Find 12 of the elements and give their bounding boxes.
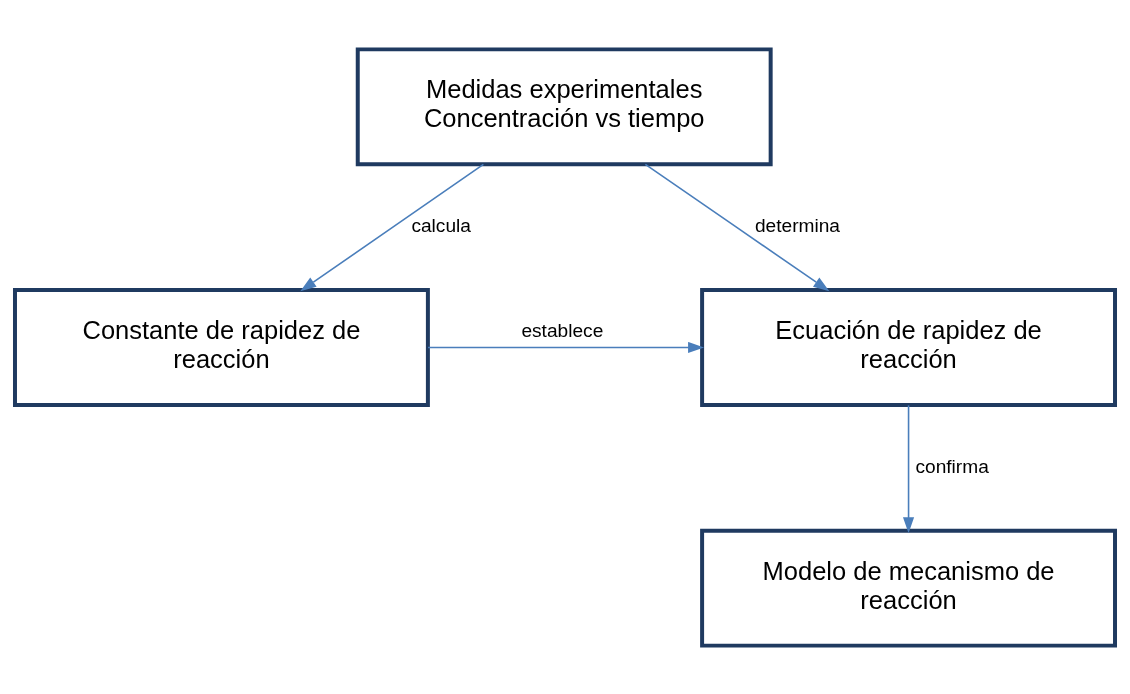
- edge-label: confirma: [915, 455, 989, 477]
- arrow: [300, 163, 485, 291]
- node-box: Modelo de mecanismo de reacción: [700, 528, 1117, 648]
- arrow: [902, 404, 915, 533]
- node-box: Ecuación de rapidez de reacción: [700, 287, 1117, 407]
- edge-label: establece: [521, 319, 604, 341]
- edge-label: calcula: [411, 214, 471, 236]
- node-box: Medidas experimentales Concentración vs tiempo: [355, 46, 773, 166]
- arrow: [427, 341, 705, 353]
- node-box: Constante de rapidez de reacción: [13, 287, 430, 407]
- edge-label: determina: [754, 214, 841, 236]
- arrow: [644, 163, 830, 291]
